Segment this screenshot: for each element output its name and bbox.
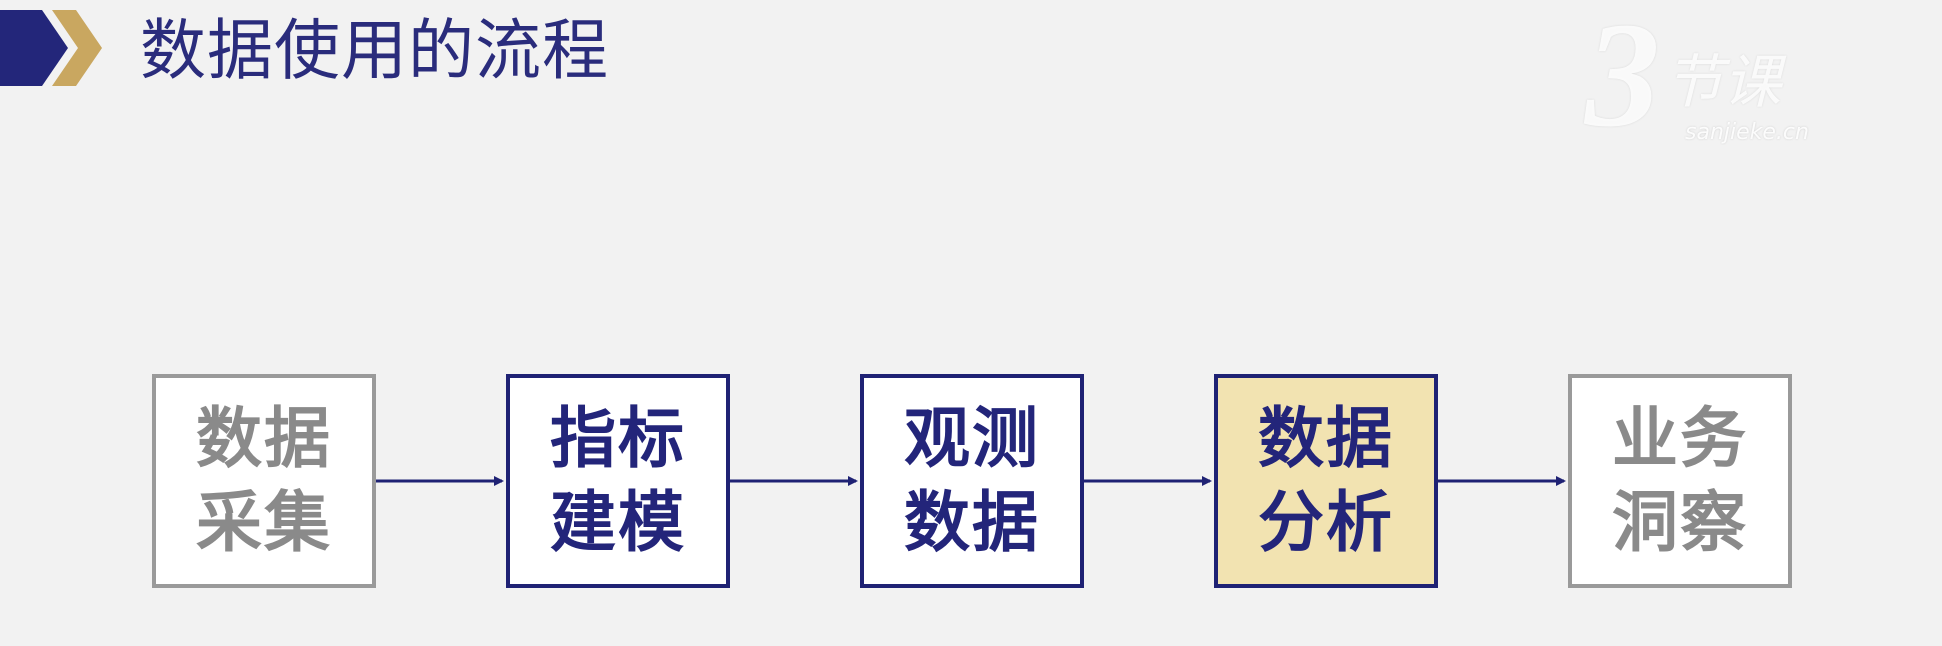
flow-step-label: 观测数据 <box>904 400 1040 561</box>
flow-step-label: 业务洞察 <box>1612 400 1748 561</box>
watermark-digit: 3 <box>1585 0 1660 158</box>
flow-step-data-analysis: 数据分析 <box>1214 374 1438 588</box>
flow-step-observation-data: 观测数据 <box>860 374 1084 588</box>
watermark-logo: 3 节课 sanjieke.cn <box>1585 0 1885 164</box>
watermark-chars: 节课 <box>1665 48 1782 116</box>
flow-step-label: 数据分析 <box>1258 400 1394 561</box>
page-title: 数据使用的流程 <box>140 12 609 89</box>
flow-step-metric-modeling: 指标建模 <box>506 374 730 588</box>
flow-step-label: 数据采集 <box>196 400 332 561</box>
watermark-url: sanjieke.cn <box>1685 120 1809 145</box>
flow-step-data-collection: 数据采集 <box>152 374 376 588</box>
flow-step-label: 指标建模 <box>550 400 686 561</box>
header-chevron-icon <box>0 10 102 86</box>
flow-step-business-insight: 业务洞察 <box>1568 374 1792 588</box>
